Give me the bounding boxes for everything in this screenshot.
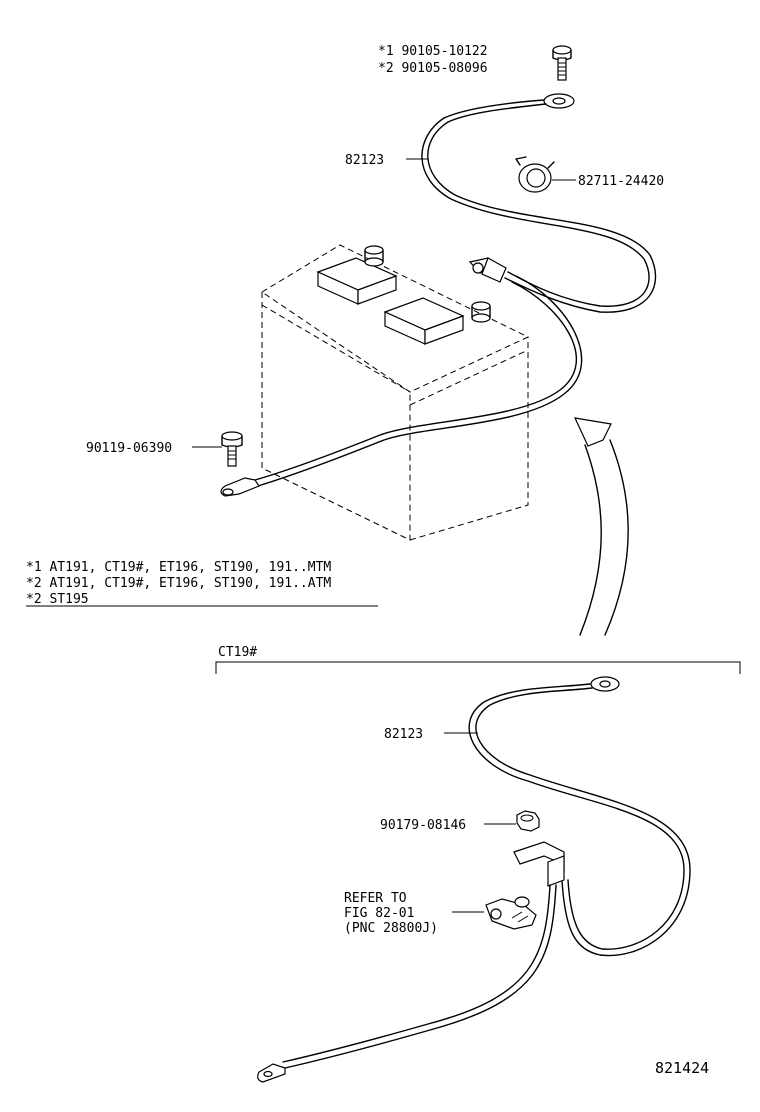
callout-bolt-star2: *2 90105-08096 (378, 61, 488, 76)
figure-number: 821424 (655, 1059, 709, 1077)
note-2: *2 AT191, CT19#, ET196, ST190, 191..ATM (26, 576, 331, 591)
cable-upper (220, 93, 657, 497)
callout-cable-top: 82123 (345, 153, 384, 168)
callout-bolt-star1: *1 90105-10122 (378, 44, 488, 59)
variant-label: CT19# (218, 645, 257, 660)
note-3: *2 ST195 (26, 592, 89, 607)
variant-bracket (215, 661, 741, 674)
labels: *1 90105-10122 *2 90105-08096 82123 8271… (26, 44, 709, 1077)
refer-line3: (PNC 28800J) (344, 921, 438, 936)
leader-lines (192, 158, 576, 913)
clamp (515, 156, 555, 193)
refer-line2: FIG 82-01 (344, 906, 414, 921)
nut (516, 810, 540, 832)
callout-bolt-side: 90119-06390 (86, 441, 172, 456)
callout-nut: 90179-08146 (380, 818, 466, 833)
callout-cable-bottom: 82123 (384, 727, 423, 742)
refer-line1: REFER TO (344, 891, 407, 906)
callout-clamp: 82711-24420 (578, 174, 664, 189)
direction-arrow (573, 417, 629, 636)
terminal-clamp (485, 896, 537, 930)
bolt-top (552, 45, 572, 81)
note-1: *1 AT191, CT19#, ET196, ST190, 191..MTM (26, 560, 331, 575)
battery (261, 244, 530, 541)
cable-lower (257, 676, 691, 1083)
bolt-side (221, 431, 243, 467)
